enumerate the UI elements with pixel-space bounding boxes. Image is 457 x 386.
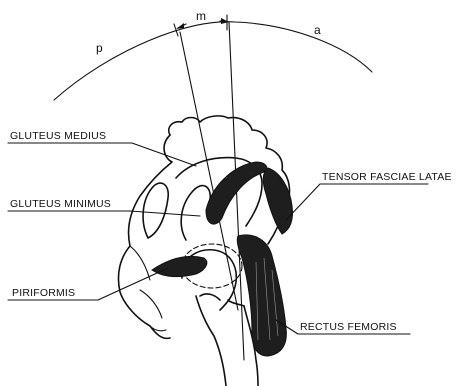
sacral-line-1 [130,246,150,280]
tensor-fasciae-latae-muscle [263,168,292,234]
arc-arrow-left [176,23,184,29]
piriformis-muscle [152,257,207,277]
arc-label-a: a [314,23,321,37]
label-piriformis: PIRIFORMIS [12,287,75,299]
leader-gluteus-medius [8,143,196,166]
label-rectus-femoris: RECTUS FEMORIS [300,321,397,333]
arc-line [54,22,372,100]
posterior-fossa-outline [143,183,168,238]
label-gluteus-minimus: GLUTEUS MINIMUS [10,198,111,210]
leader-tensor-fasciae-latae [286,184,428,220]
label-tensor-fasciae-latae: TENSOR FASCIAE LATAE [322,171,452,183]
muscles [152,162,293,356]
femoral-neck [200,294,220,300]
leader-gluteus-minimus [8,211,200,216]
arc-label-p: p [96,41,103,55]
gluteus-medius-band [206,162,267,224]
posterior-ilium-outline [118,135,172,338]
label-gluteus-medius: GLUTEUS MEDIUS [10,130,106,142]
arc-label-m: m [196,9,206,23]
reference-arc [54,15,372,100]
arc-arrow-right [221,18,229,24]
sacral-line-2 [140,290,162,318]
rectus-femoris-muscle [237,235,286,356]
